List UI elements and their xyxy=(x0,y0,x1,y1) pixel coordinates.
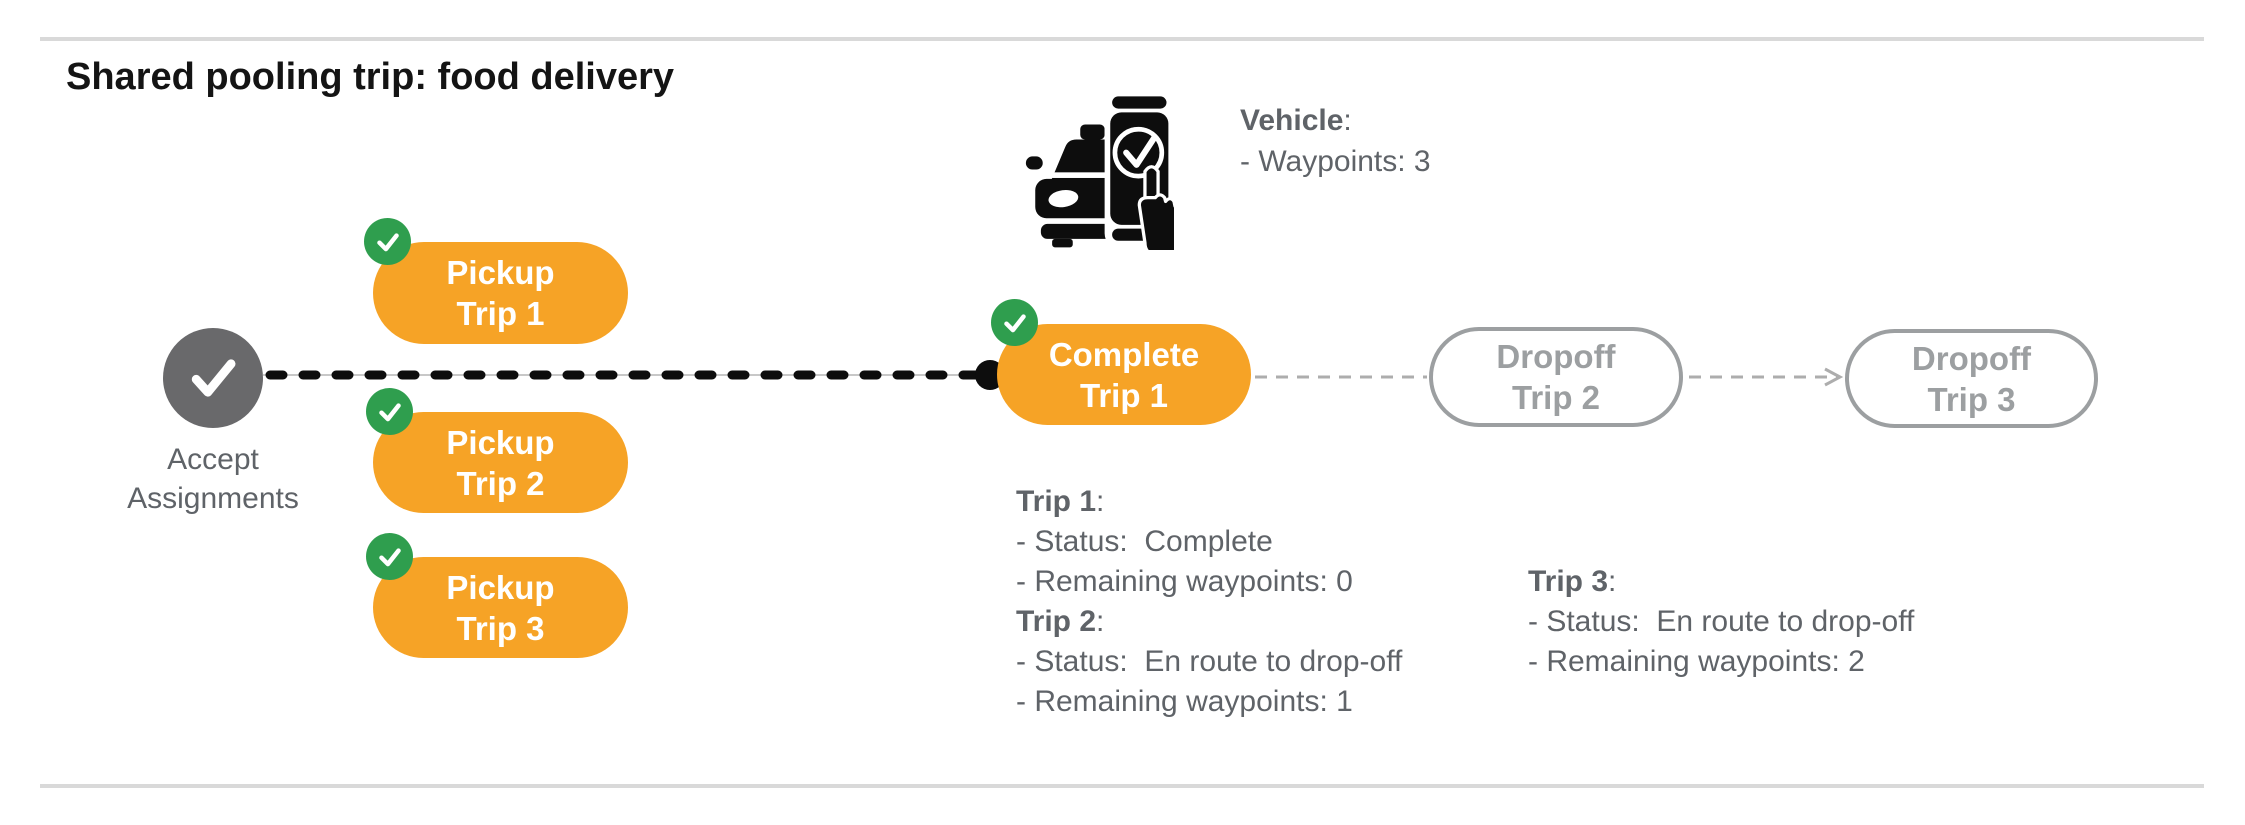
trip-3-heading: Trip 3: xyxy=(1528,565,1617,598)
checkmark-icon xyxy=(191,359,236,397)
accept-assignments-label: Accept Assignments xyxy=(127,443,299,515)
pickup-trip-3-node: Pickup Trip 3 xyxy=(373,557,628,658)
connector-complete-to-dropoff2 xyxy=(1255,375,1427,379)
check-badge-icon xyxy=(378,547,401,566)
node-label-line2: Trip 3 xyxy=(456,609,545,647)
divider-bottom xyxy=(40,784,2204,788)
check-badge xyxy=(366,388,413,435)
connector-dropoff2-to-dropoff3 xyxy=(1689,367,1844,387)
trip-1-status: - Status: Complete xyxy=(1016,525,1273,558)
trip-2-waypoints: - Remaining waypoints: 1 xyxy=(1016,685,1353,718)
complete-trip-1-node: Complete Trip 1 xyxy=(997,324,1251,425)
trip-1-heading: Trip 1: xyxy=(1016,485,1105,518)
check-badge xyxy=(364,218,411,265)
page-title: Shared pooling trip: food delivery xyxy=(66,56,675,98)
trip-3-status: - Status: En route to drop-off xyxy=(1528,605,1915,638)
vehicle-info-heading: Vehicle: xyxy=(1240,104,1352,137)
trip-2-heading: Trip 2: xyxy=(1016,605,1105,638)
dropoff-trip-2-node: Dropoff Trip 2 xyxy=(1429,327,1683,427)
vehicle-label: Vehicle xyxy=(1240,104,1344,137)
divider-top xyxy=(40,37,2204,41)
trip-details-block-a: Trip 1: - Status: Complete - Remaining w… xyxy=(1016,482,1402,722)
trip-3-waypoints: - Remaining waypoints: 2 xyxy=(1528,645,1865,678)
accept-assignments-node xyxy=(163,328,263,428)
check-badge xyxy=(991,299,1038,346)
check-badge-icon xyxy=(378,402,401,421)
node-label-line2: Trip 1 xyxy=(1079,376,1169,414)
assignment-dashed-line xyxy=(263,370,995,380)
node-label-line2: Trip 1 xyxy=(456,295,545,332)
trip-2-status: - Status: En route to drop-off xyxy=(1016,645,1403,678)
check-badge xyxy=(366,533,413,580)
arrowhead-icon xyxy=(1824,367,1844,387)
trip-1-waypoints: - Remaining waypoints: 0 xyxy=(1016,565,1353,598)
pickup-trip-2-node: Pickup Trip 2 xyxy=(373,412,628,513)
trip-details-block-b: Trip 3: - Status: En route to drop-off -… xyxy=(1528,562,1914,682)
node-label-line2: Trip 2 xyxy=(456,464,545,502)
node-label-line2: Trip 2 xyxy=(1511,379,1601,416)
node-label-line2: Trip 3 xyxy=(1927,380,2016,418)
node-label-line1: Dropoff xyxy=(1911,339,2032,377)
dropoff-trip-3-node: Dropoff Trip 3 xyxy=(1845,329,2098,428)
vehicle-info: Vehicle: - Waypoints: 3 xyxy=(1240,100,1431,182)
node-label-line1: Dropoff xyxy=(1496,338,1616,375)
pickup-trip-1-node: Pickup Trip 1 xyxy=(373,242,628,344)
node-label-line1: Pickup xyxy=(446,254,555,291)
car-phone-check-icon xyxy=(1025,90,1174,250)
check-badge-icon xyxy=(376,232,399,251)
node-label-line1: Pickup xyxy=(446,423,555,461)
check-badge-icon xyxy=(1003,313,1026,332)
node-label-line1: Pickup xyxy=(446,568,555,606)
vehicle-waypoints: - Waypoints: 3 xyxy=(1240,145,1431,178)
node-label-line1: Complete xyxy=(1048,335,1200,373)
